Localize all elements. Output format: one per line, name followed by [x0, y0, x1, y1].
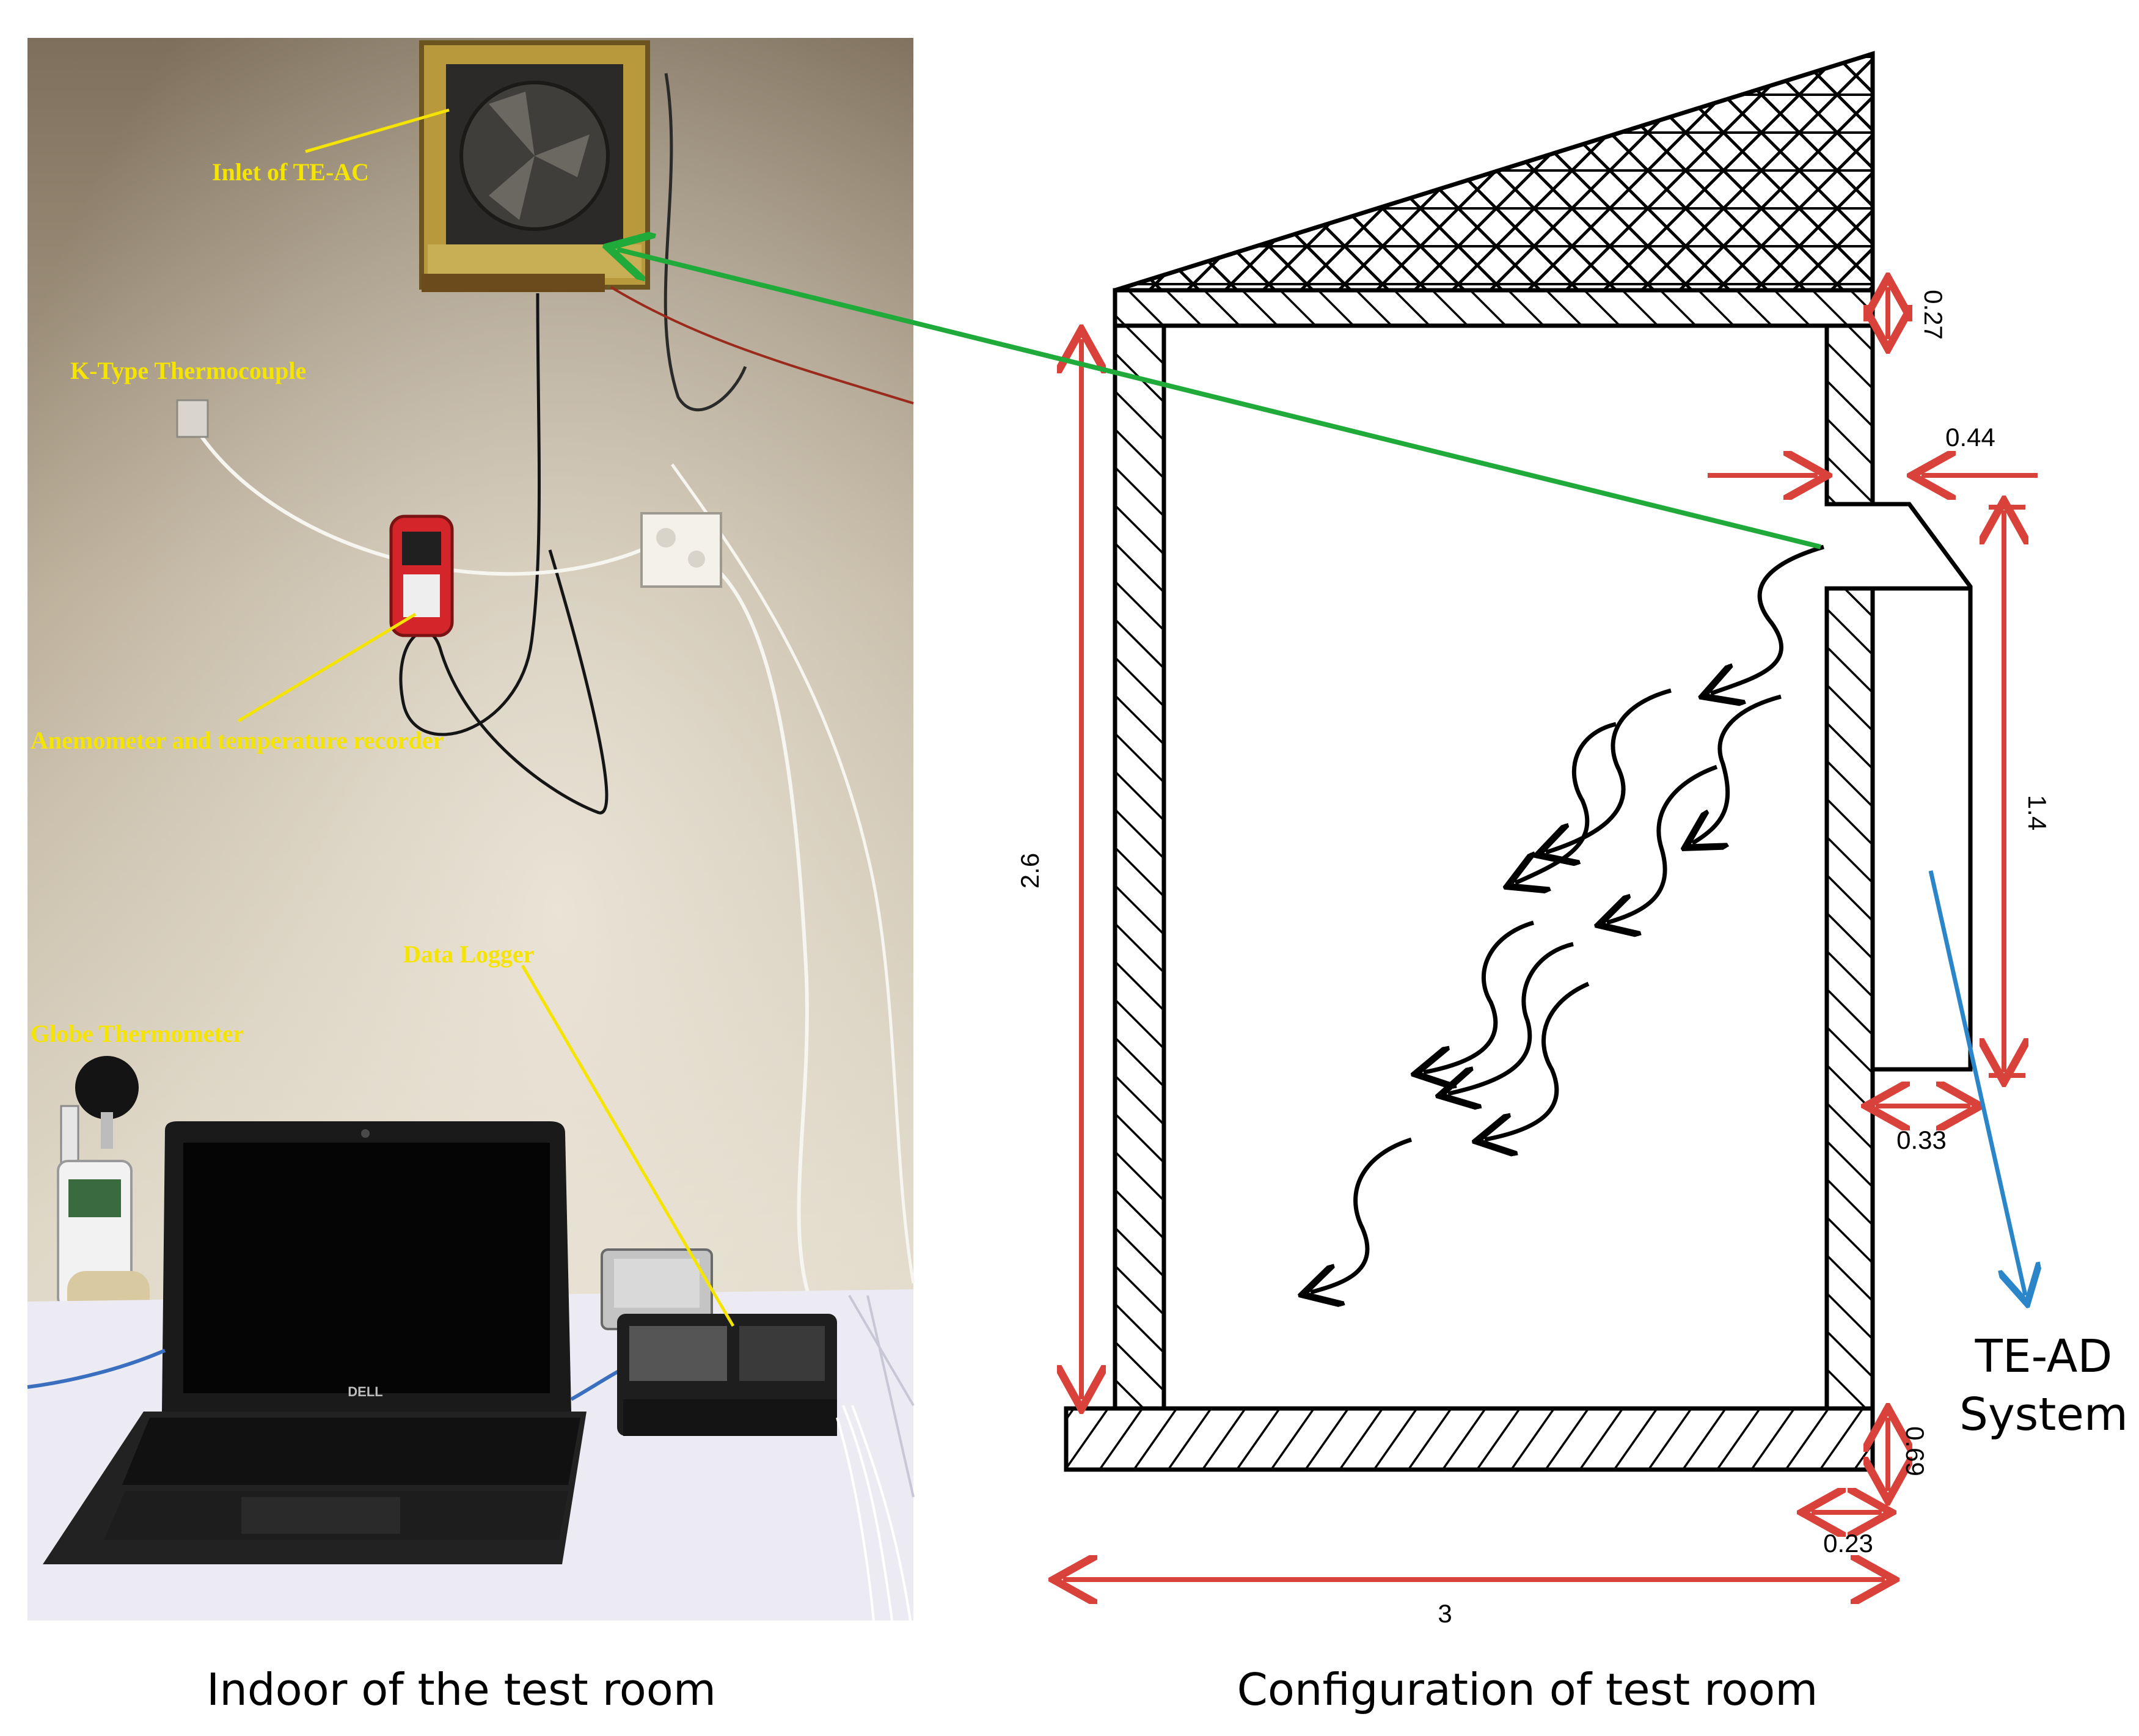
inlet-connector	[617, 249, 1821, 549]
label-data-logger: Data Logger	[403, 940, 534, 968]
cable-black	[399, 293, 609, 815]
anemometer-device	[389, 515, 454, 637]
dim-unit-depth: 0.33	[1896, 1126, 1947, 1154]
dim-roof-thickness: 0.27	[1919, 290, 1948, 340]
right-wall-upper	[1824, 323, 1875, 507]
ceiling-slab	[1113, 288, 1875, 328]
wall-switch	[640, 512, 722, 588]
right-wall-lower	[1824, 586, 1875, 1411]
cable-red	[610, 286, 914, 405]
dim-room-height: 2.6	[1015, 853, 1044, 888]
dim-duct-depth: 0.44	[1945, 423, 1995, 452]
dim-floor-thickness: 0.69	[1901, 1426, 1929, 1476]
label-anemometer: Anemometer and temperature recorder	[31, 727, 444, 754]
te-ad-label-line2: System	[1959, 1388, 2128, 1441]
thermocouple-plate	[176, 399, 209, 438]
diagram-caption: Configuration of test room	[1237, 1664, 1818, 1715]
cable-black-2	[664, 73, 747, 412]
photo-caption: Indoor of the test room	[207, 1664, 716, 1715]
roof-truss	[1114, 51, 1875, 293]
cable-white-2	[670, 463, 915, 1284]
label-globe: Globe Thermometer	[31, 1020, 244, 1047]
cable-white	[194, 427, 857, 1377]
indoor-photo: DELL Inlet of TE-AC K-Type Thermocouple …	[27, 38, 915, 1621]
dim-floor-overhang: 0.23	[1823, 1529, 1873, 1558]
te-ad-unit	[1827, 502, 1973, 1072]
laptop-brand: DELL	[348, 1384, 382, 1399]
dimension-lines	[1063, 287, 2038, 1580]
label-thermocouple: K-Type Thermocouple	[70, 357, 306, 384]
te-ad-pointer	[1928, 870, 2025, 1295]
dim-room-width: 3	[1438, 1599, 1452, 1628]
table-fold	[848, 1294, 915, 1498]
pointer-data-logger	[521, 964, 735, 1327]
usb-cable	[27, 1349, 166, 1389]
te-ad-label-line1: TE-AD	[1975, 1330, 2113, 1383]
sensor-wires	[836, 1405, 912, 1621]
fan-inlet-unit	[419, 40, 650, 292]
dim-unit-height: 1.4	[2023, 795, 2052, 830]
left-wall	[1113, 323, 1166, 1411]
laptop: DELL	[43, 1121, 587, 1564]
floor-slab	[1064, 1406, 1875, 1472]
test-room-diagram: 0.27 0.44 1.4 0.33 2.6 0.69 0.23 3 TE-AD…	[1015, 51, 2128, 1628]
airflow-arrows	[1311, 544, 1824, 1292]
pointer-inlet	[305, 108, 450, 153]
label-inlet: Inlet of TE-AC	[212, 158, 369, 186]
pointer-anemometer	[237, 612, 417, 723]
data-logger-device	[601, 1248, 837, 1436]
